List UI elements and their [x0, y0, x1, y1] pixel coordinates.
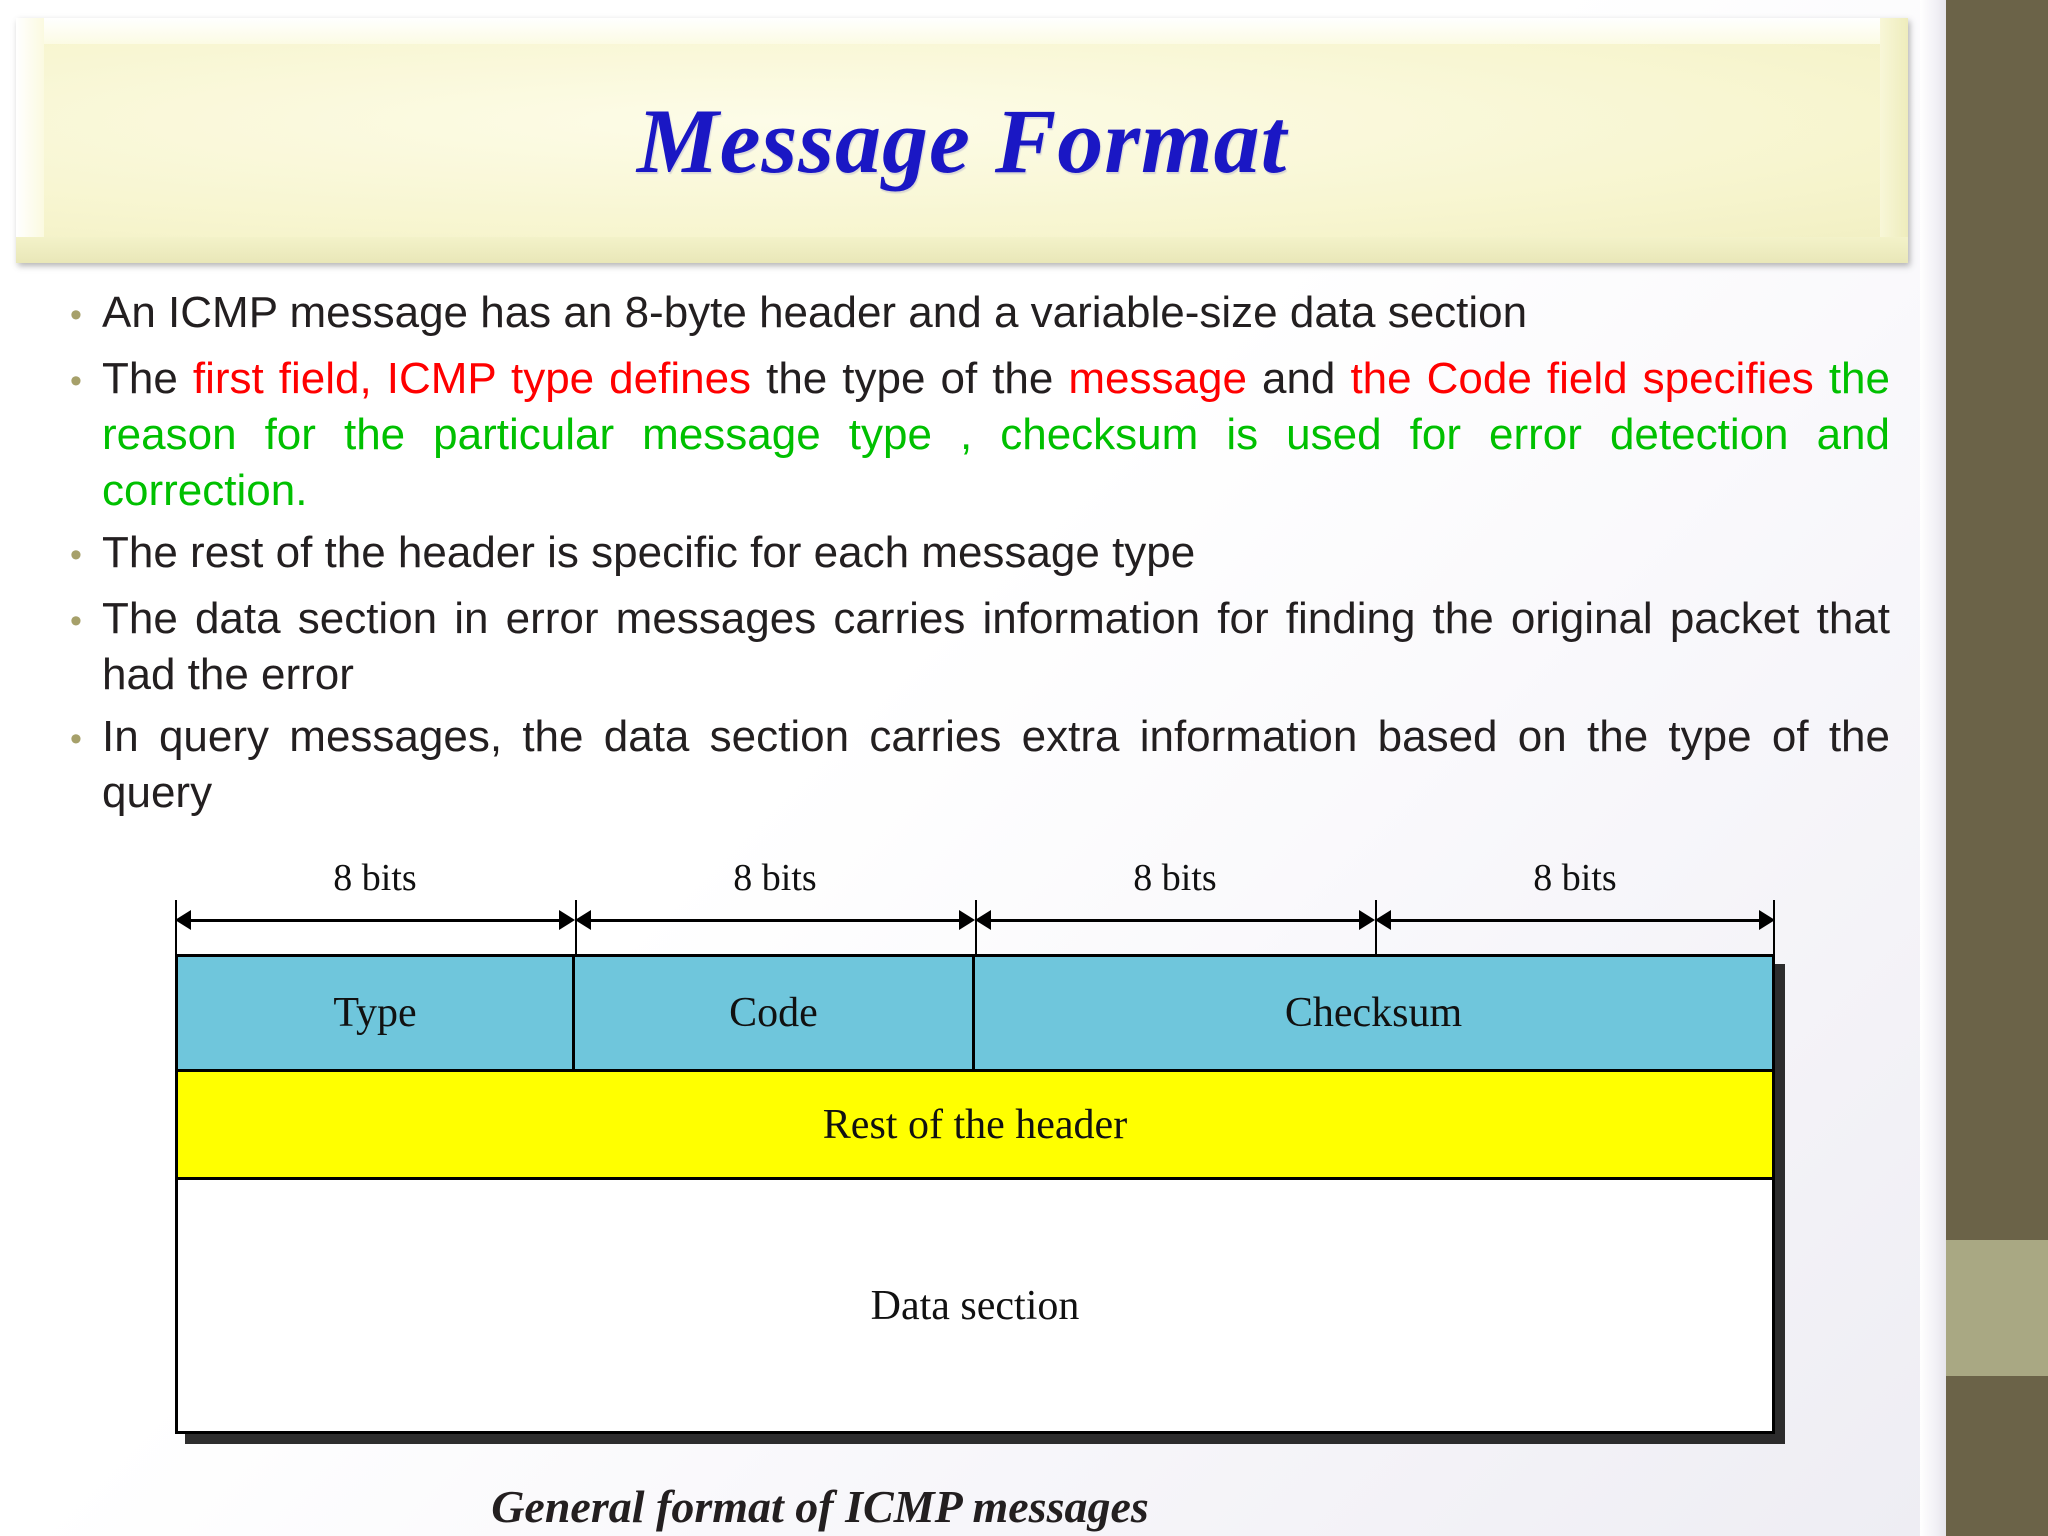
bit-width-label: 8 bits: [333, 857, 417, 899]
bullet-marker-icon: •: [70, 296, 82, 334]
text-run-black: The: [102, 354, 193, 403]
rail-bar-middle: [1946, 1240, 2048, 1376]
bit-width-label: 8 bits: [1533, 857, 1617, 899]
field-code: Code: [575, 954, 975, 1072]
list-item: • An ICMP message has an 8-byte header a…: [60, 285, 1890, 345]
table-row-rest-of-header: Rest of the header: [175, 1072, 1775, 1180]
packet-table: Type Code Checksum Rest of the header Da…: [175, 954, 1775, 1434]
text-run-black: The rest of the header is specific for e…: [102, 528, 1196, 577]
field-data-section: Data section: [175, 1180, 1775, 1434]
bit-width-ruler: 8 bits 8 bits 8 bits 8 bits: [175, 857, 1775, 962]
bullet-marker-icon: •: [70, 362, 82, 400]
slide-canvas: Message Format • An ICMP message has an …: [0, 0, 1920, 1536]
field-rest-of-header: Rest of the header: [175, 1072, 1775, 1180]
banner-bevel-bottom: [16, 237, 1908, 263]
list-item: • In query messages, the data section ca…: [60, 709, 1890, 821]
bullet-marker-icon: •: [70, 720, 82, 758]
banner-bevel-right: [1880, 18, 1908, 263]
bullet-marker-icon: •: [70, 536, 82, 574]
text-run-black: and: [1246, 354, 1351, 403]
rail-bar-bottom: [1946, 1376, 2048, 1536]
bit-width-cell-1: 8 bits: [175, 857, 575, 950]
bit-width-label: 8 bits: [733, 857, 817, 899]
list-item: • The rest of the header is specific for…: [60, 525, 1890, 585]
field-checksum: Checksum: [975, 954, 1775, 1072]
bullet-list: • An ICMP message has an 8-byte header a…: [60, 285, 1890, 827]
bit-width-cell-2: 8 bits: [575, 857, 975, 950]
bit-width-cell-4: 8 bits: [1375, 857, 1775, 950]
rail-bar-top: [1946, 0, 2048, 1240]
bullet-text-5: In query messages, the data section carr…: [102, 709, 1890, 821]
text-run-green: the reason for the particular message ty…: [102, 354, 1890, 515]
bit-width-label: 8 bits: [1133, 857, 1217, 899]
bullet-text-2: The first field, ICMP type defines the t…: [102, 351, 1890, 519]
rail-edge-shadow: [1920, 0, 1946, 1536]
banner-bevel-left: [16, 18, 44, 263]
title-banner-inner: Message Format: [44, 44, 1880, 237]
double-arrow-icon: [1375, 910, 1775, 930]
ruler-tick: [175, 900, 177, 962]
bit-width-cell-3: 8 bits: [975, 857, 1375, 950]
bullet-text-4: The data section in error messages carri…: [102, 591, 1890, 703]
text-run-red: message: [1068, 354, 1247, 403]
field-type: Type: [175, 954, 575, 1072]
title-banner: Message Format: [16, 18, 1908, 263]
ruler-tick: [975, 900, 977, 962]
banner-bevel-top: [16, 18, 1908, 44]
table-row-header-fields: Type Code Checksum: [175, 954, 1775, 1072]
table-row-data-section: Data section: [175, 1180, 1775, 1434]
ruler-tick: [1375, 900, 1377, 962]
text-run-black: [1814, 354, 1829, 403]
ruler-tick: [1773, 900, 1775, 962]
bullet-text-3: The rest of the header is specific for e…: [102, 525, 1890, 581]
double-arrow-icon: [575, 910, 975, 930]
diagram-caption: General format of ICMP messages: [491, 1481, 1149, 1532]
text-run-black: The data section in error messages carri…: [102, 594, 1890, 699]
right-decorative-rail: [1920, 0, 2048, 1536]
ruler-tick: [575, 900, 577, 962]
text-run-black: An ICMP message has an 8-byte header and…: [102, 288, 1528, 337]
text-run-black: In query messages, the data section carr…: [102, 712, 1890, 817]
list-item: • The data section in error messages car…: [60, 591, 1890, 703]
bullet-marker-icon: •: [70, 602, 82, 640]
text-run-red: the Code field specifies: [1350, 354, 1814, 403]
text-run-black: the type of the: [751, 354, 1069, 403]
icmp-packet-diagram: 8 bits 8 bits 8 bits 8 bits Type Code Check…: [175, 857, 1795, 1434]
double-arrow-icon: [975, 910, 1375, 930]
bullet-text-1: An ICMP message has an 8-byte header and…: [102, 285, 1890, 341]
double-arrow-icon: [175, 910, 575, 930]
text-run-red: first field, ICMP type defines: [192, 354, 752, 403]
page-title: Message Format: [636, 89, 1288, 192]
list-item: • The first field, ICMP type defines the…: [60, 351, 1890, 519]
